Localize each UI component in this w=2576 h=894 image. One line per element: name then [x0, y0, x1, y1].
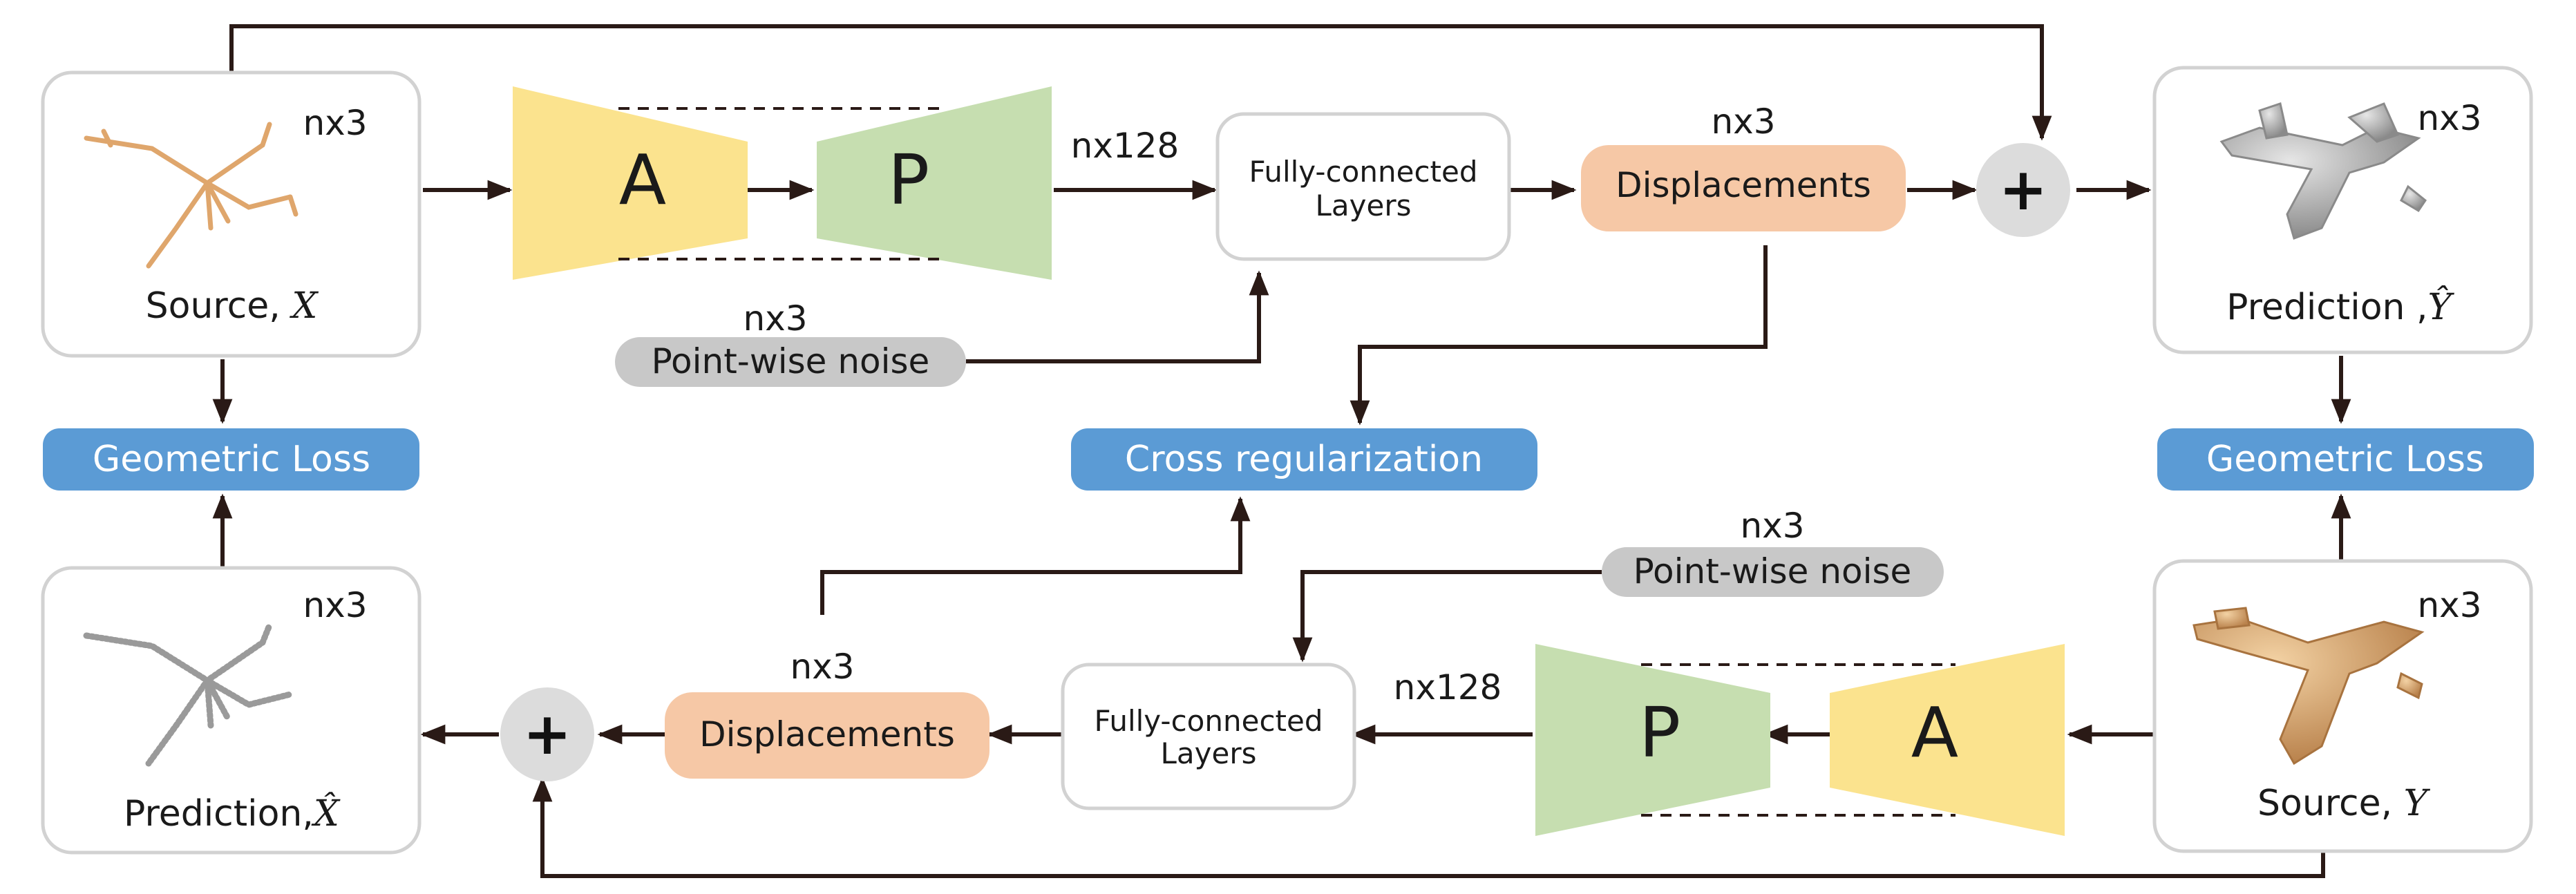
noise-bottom: Point-wise noise: [1602, 547, 1944, 597]
decoder-p-bottom-shape: [1535, 644, 1770, 836]
noise-top: Point-wise noise: [615, 337, 966, 387]
encoder-a-bottom-shape: [1830, 644, 2065, 836]
source-x-dim: nx3: [303, 103, 367, 143]
displacements-bottom-label: Displacements: [699, 714, 955, 754]
encoder-a-top: A: [513, 86, 748, 280]
cross-regularization-pill: [1071, 428, 1537, 491]
svg-text:Source, Y: Source, Y: [2257, 783, 2431, 824]
arrow-disp-to-crossreg: [1349, 245, 1768, 426]
source-x-label: Source,: [146, 285, 292, 327]
sum-node-bottom: +: [500, 687, 594, 781]
geometric-loss-left-label: Geometric Loss: [93, 439, 370, 480]
fc-layers-top-box: [1215, 112, 1511, 261]
disp-dim-top: nx3: [1711, 102, 1775, 142]
skip-line-bottom: [532, 777, 2325, 878]
arrow-disp-bottom-to-crossreg: [820, 496, 1251, 615]
prediction-y-symbol: Ŷ: [2428, 285, 2455, 328]
source-y-node: nx3 Source, Y: [2152, 559, 2533, 853]
noise-bottom-pill: [1602, 547, 1944, 597]
displacements-bottom: Displacements: [665, 692, 989, 779]
source-x-symbol: X: [289, 285, 319, 327]
source-x-node: nx3 Source, X: [41, 70, 422, 358]
fc-layers-bottom-line1: Fully-connected: [1094, 704, 1323, 738]
displacements-top: Displacements: [1581, 145, 1906, 231]
prediction-x-node: nx3 Prediction,X̂: [41, 566, 422, 855]
arrow-noise-to-fc-bottom: [1292, 570, 1602, 663]
fc-layers-bottom: Fully-connected Layers: [1061, 663, 1356, 810]
prediction-y-label: Prediction ,: [2226, 287, 2427, 328]
sum-node-top: +: [1976, 143, 2070, 237]
svg-text:Prediction,X̂: Prediction,X̂: [124, 792, 341, 835]
geometric-loss-right-label: Geometric Loss: [2206, 439, 2484, 480]
skeleton-point-cloud-icon: [83, 622, 294, 767]
fc-layers-bottom-box: [1061, 663, 1356, 810]
prediction-y-dim: nx3: [2417, 98, 2481, 138]
decoder-p-top-shape: [817, 86, 1052, 280]
plane-point-cloud-icon: [2219, 102, 2427, 240]
svg-text:Prediction ,Ŷ: Prediction ,Ŷ: [2226, 285, 2454, 328]
prediction-x-label: Prediction,: [124, 793, 314, 835]
fc-layers-top: Fully-connected Layers: [1215, 112, 1511, 261]
encoder-a-bottom-label: A: [1911, 692, 1958, 773]
disp-dim-bottom: nx3: [790, 647, 854, 687]
displacements-top-box: [1581, 145, 1906, 231]
geometric-loss-right-pill: [2157, 428, 2534, 491]
geometric-loss-right: Geometric Loss: [2157, 428, 2534, 491]
arrow-noise-to-fc-top: [966, 270, 1269, 363]
noise-bottom-label: Point-wise noise: [1633, 551, 1912, 591]
cross-regularization-label: Cross regularization: [1125, 439, 1483, 480]
decoder-p-top: P: [817, 86, 1052, 280]
displacements-top-label: Displacements: [1616, 165, 1871, 205]
noise-top-pill: [615, 337, 966, 387]
decoder-p-top-label: P: [888, 140, 929, 220]
source-y-label: Source,: [2257, 783, 2404, 824]
encoder-a-top-label: A: [619, 140, 666, 220]
skeleton-point-cloud-icon: [84, 122, 299, 269]
decoder-p-bottom: P: [1535, 644, 1770, 836]
prediction-y-node: nx3 Prediction ,Ŷ: [2152, 66, 2533, 354]
plus-icon: +: [1999, 155, 2047, 223]
encoder-a-bottom: A: [1830, 644, 2065, 836]
sum-node-top-circle: [1976, 143, 2070, 237]
encoder-a-top-shape: [513, 86, 748, 280]
source-y-symbol: Y: [2404, 783, 2431, 824]
plane-point-cloud-icon: [2193, 607, 2425, 765]
cross-regularization: Cross regularization: [1071, 428, 1537, 491]
displacements-bottom-box: [665, 692, 989, 779]
noise-dim-bottom: nx3: [1740, 506, 1804, 546]
fc-layers-bottom-line2: Layers: [1161, 736, 1257, 770]
prediction-x-symbol: X̂: [311, 792, 341, 835]
geometric-loss-left-pill: [43, 428, 419, 491]
noise-top-label: Point-wise noise: [652, 341, 930, 381]
source-y-dim: nx3: [2417, 585, 2481, 625]
geometric-loss-left: Geometric Loss: [43, 428, 419, 491]
plus-icon: +: [523, 700, 571, 768]
fc-layers-top-line1: Fully-connected: [1249, 155, 1477, 189]
feature-dim-top: nx128: [1071, 126, 1180, 166]
noise-dim-top: nx3: [743, 298, 807, 339]
sum-node-bottom-circle: [500, 687, 594, 781]
decoder-p-bottom-label: P: [1639, 692, 1680, 773]
fc-layers-top-line2: Layers: [1316, 189, 1412, 222]
feature-dim-bottom: nx128: [1394, 667, 1502, 707]
connectors: [212, 24, 2351, 878]
prediction-x-dim: nx3: [303, 585, 367, 625]
svg-text:Source, X: Source, X: [146, 285, 319, 327]
prediction-x-box: [41, 566, 422, 855]
source-x-box: [41, 70, 422, 358]
skip-line-top: [229, 24, 2052, 141]
